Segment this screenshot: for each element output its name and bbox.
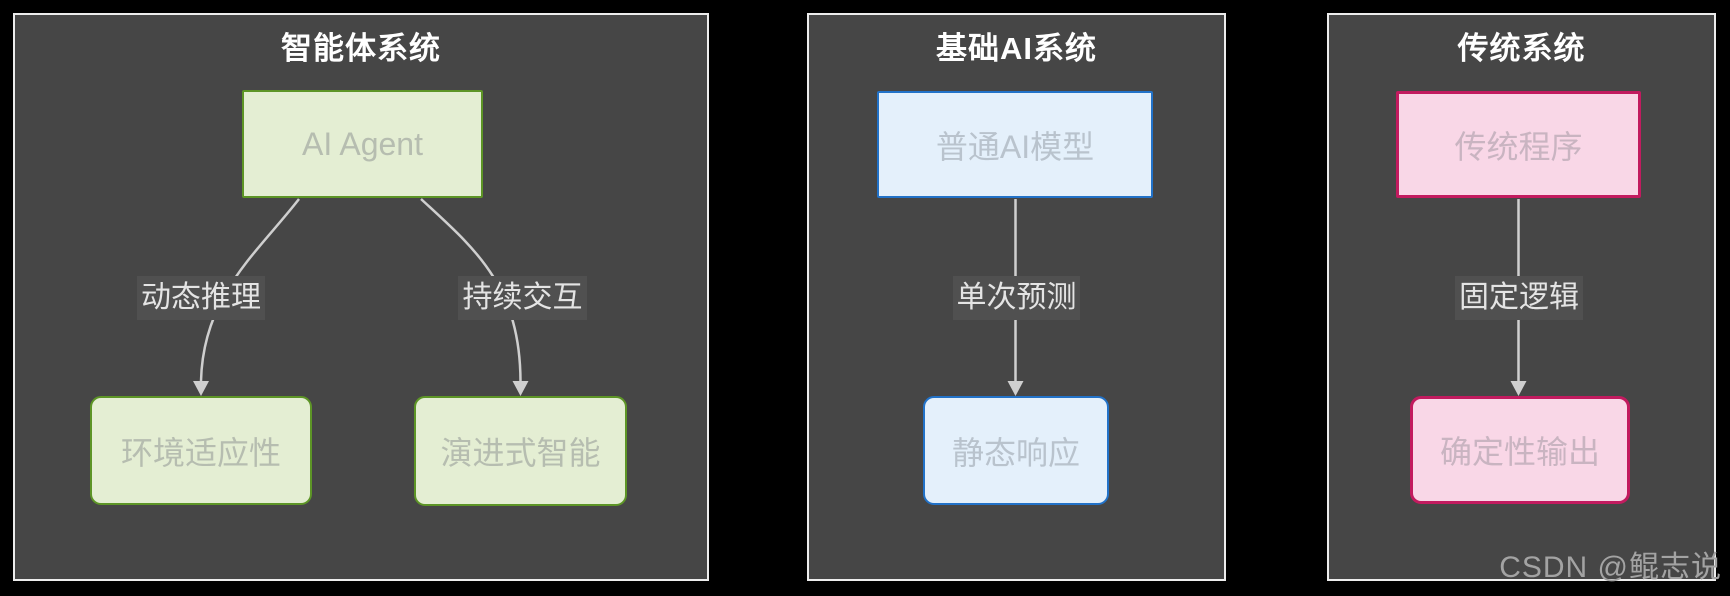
edge-label-fixed-logic: 固定逻辑 [1455,276,1583,320]
node-static-response-label: 静态响应 [951,434,1080,471]
node-env-adaptability: 环境适应性 [90,396,312,505]
panel-title-basic-ai-system: 基础AI系统 [936,31,1097,66]
node-static-response: 静态响应 [923,396,1109,505]
node-traditional-program-label: 传统程序 [1454,128,1583,165]
node-ai-agent: AI Agent [242,90,483,198]
node-evolving-intelligence: 演进式智能 [414,396,627,506]
edge-label-dynamic-reasoning: 动态推理 [137,276,265,320]
arrowhead-static [1007,381,1024,396]
node-ordinary-ai-model: 普通AI模型 [877,91,1153,198]
edge-label-continuous-interaction: 持续交互 [458,276,587,320]
node-deterministic-output-label: 确定性输出 [1439,434,1600,470]
arrowhead-evo [512,381,529,396]
node-env-adaptability-label: 环境适应性 [120,434,281,471]
arrowhead-out [1510,381,1527,396]
panel-title-agent-system: 智能体系统 [281,31,441,66]
watermark: CSDN @鲲志说 [1499,551,1722,584]
node-deterministic-output: 确定性输出 [1410,396,1630,504]
panel-title-traditional-system: 传统系统 [1457,31,1586,66]
edge-label-single-prediction: 单次预测 [953,276,1080,320]
node-traditional-program: 传统程序 [1396,91,1641,198]
node-ai-agent-label: AI Agent [302,125,423,162]
edge-agent-evo [420,198,522,382]
node-ordinary-ai-model-label: 普通AI模型 [935,128,1095,165]
arrowhead-env [193,381,209,396]
node-evolving-intelligence-label: 演进式智能 [440,435,601,471]
